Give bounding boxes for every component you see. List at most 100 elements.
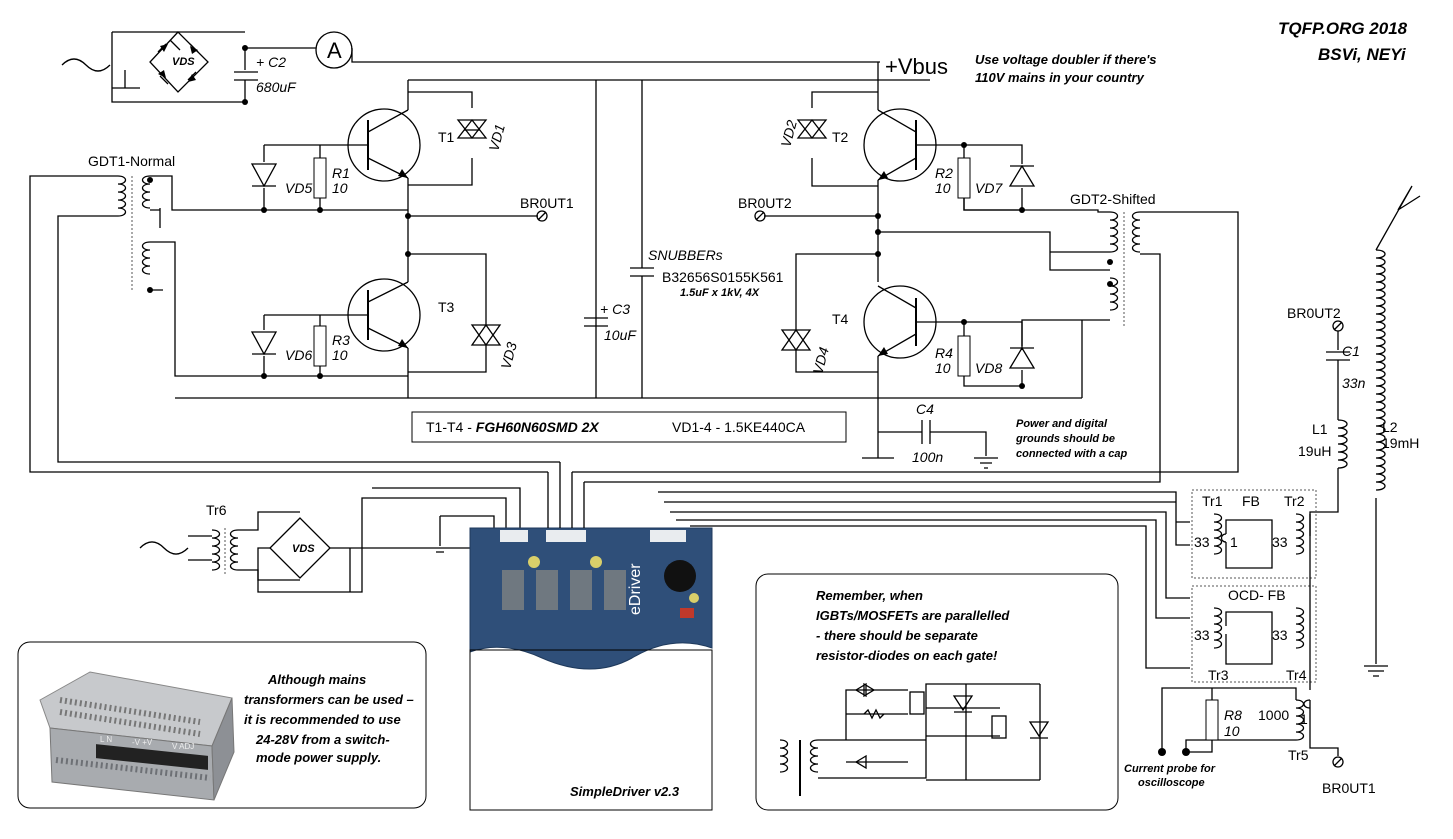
note-parallel-4: resistor-diodes on each gate! bbox=[816, 648, 998, 663]
c1-label: C1 bbox=[1342, 343, 1360, 359]
l2-label: L2 bbox=[1382, 419, 1398, 435]
vd3-label: VD3 bbox=[497, 340, 520, 371]
resonant-tank: BR0UT2 C1 33n L1 19uH L2 19mH bbox=[1287, 185, 1421, 677]
note-probe-1: Current probe for bbox=[1124, 763, 1216, 775]
r8-value: 10 bbox=[1224, 723, 1240, 739]
board-caption-box bbox=[469, 649, 713, 811]
brout1-label: BR0UT1 bbox=[1322, 780, 1376, 796]
feedback-transformers: Tr1 FB Tr2 OCD- FB Tr3 Tr4 33 1 33 33 33 bbox=[1191, 489, 1339, 756]
parts-vd: VD1-4 - 1.5KE440CA bbox=[672, 419, 806, 435]
t4-label: T4 bbox=[832, 311, 849, 327]
c4-label: C4 bbox=[916, 401, 934, 417]
tr3-label: Tr3 bbox=[1208, 667, 1229, 683]
note-ground-3: connected with a cap bbox=[1016, 448, 1128, 460]
note-parallel-2: IGBTs/MOSFETs are parallelled bbox=[816, 608, 1010, 623]
c4-value: 100n bbox=[912, 449, 943, 465]
gdt1-label: GDT1-Normal bbox=[88, 153, 175, 169]
board-silk-label: eDriver bbox=[627, 563, 644, 615]
note-ground-1: Power and digital bbox=[1016, 418, 1108, 430]
note-psu-5: mode power supply. bbox=[256, 750, 381, 765]
r3-value: 10 bbox=[332, 347, 348, 363]
l1-value: 19uH bbox=[1298, 443, 1331, 459]
vd6-label: VD6 bbox=[285, 347, 312, 363]
igbt-t1: T1 bbox=[320, 108, 455, 182]
note-parallel-3: - there should be separate bbox=[816, 628, 978, 643]
note-psu-1: Although mains bbox=[267, 672, 366, 687]
ocd-fb-label: OCD- FB bbox=[1228, 587, 1286, 603]
ammeter: A bbox=[245, 31, 880, 69]
tvs-vd1: VD1 bbox=[408, 91, 508, 186]
r4-value: 10 bbox=[935, 360, 951, 376]
tr4-turns: 33 bbox=[1272, 627, 1288, 643]
psu-terminal-v: -V +V bbox=[132, 738, 153, 747]
brout1-label-top: BR0UT1 bbox=[520, 195, 574, 211]
bridge-rectifier: VDS bbox=[149, 31, 209, 93]
current-probe: 1000 1 Tr5 R8 10 Current probe for oscil… bbox=[1124, 687, 1376, 796]
c2-label: + C2 bbox=[256, 54, 286, 70]
note-doubler-1: Use voltage doubler if there's bbox=[975, 52, 1157, 67]
brout2-label: BR0UT2 bbox=[1287, 305, 1341, 321]
l1-label: L1 bbox=[1312, 421, 1328, 437]
vd2-label: VD2 bbox=[777, 118, 800, 149]
tr5-label: Tr5 bbox=[1288, 747, 1309, 763]
parallel-note-box bbox=[755, 573, 1119, 811]
r8-label: R8 bbox=[1224, 707, 1242, 723]
c3-value: 10uF bbox=[604, 327, 637, 343]
vd1-label: VD1 bbox=[485, 122, 508, 152]
bridge-rectifier-2: VDS bbox=[257, 487, 521, 593]
gate-network-1: VD5 R1 10 bbox=[250, 144, 408, 213]
tr2-label: Tr2 bbox=[1284, 493, 1305, 509]
gdt1-transformer: GDT1-Normal bbox=[29, 153, 560, 473]
header-title: TQFP.ORG 2018 bbox=[1278, 19, 1408, 38]
gate-network-3: VD6 R3 10 bbox=[250, 314, 408, 379]
r4-label: R4 bbox=[935, 345, 953, 361]
vd5-label: VD5 bbox=[285, 180, 312, 196]
capacitor-c4: C4 100n bbox=[862, 401, 998, 469]
note-probe-2: oscilloscope bbox=[1138, 777, 1205, 789]
r1-value: 10 bbox=[332, 180, 348, 196]
snubbers-label: SNUBBERs bbox=[648, 247, 723, 263]
t2-label: T2 bbox=[832, 129, 849, 145]
tr6-transformer: Tr6 bbox=[139, 502, 300, 581]
vd8-label: VD8 bbox=[975, 360, 1002, 376]
capacitor-c2: + C2 680uF bbox=[234, 45, 297, 105]
r2-value: 10 bbox=[935, 180, 951, 196]
r1-label: R1 bbox=[332, 165, 350, 181]
gdt2-transformer: GDT2-Shifted bbox=[572, 191, 1239, 483]
l2-value: 19mH bbox=[1382, 435, 1419, 451]
mains-input bbox=[61, 31, 245, 103]
parts-box bbox=[411, 411, 847, 443]
vd7-label: VD7 bbox=[975, 180, 1003, 196]
note-psu-4: 24-28V from a switch- bbox=[255, 732, 390, 747]
igbt-t2: T2 bbox=[832, 108, 964, 182]
r2-label: R2 bbox=[935, 165, 953, 181]
vds-label: VDS bbox=[172, 56, 195, 68]
ac-source-symbol bbox=[61, 58, 111, 72]
tr1-turns: 33 bbox=[1194, 534, 1210, 550]
ammeter-label: A bbox=[327, 38, 342, 63]
psu-terminal-ln: L N bbox=[100, 735, 112, 744]
psu-image: L N -V +V V ADJ bbox=[39, 671, 235, 801]
note-psu-2: transformers can be used – bbox=[244, 692, 414, 707]
c1-value: 33n bbox=[1342, 375, 1366, 391]
igbt-t4: T4 bbox=[832, 285, 964, 458]
c2-value: 680uF bbox=[256, 79, 297, 95]
t1-label: T1 bbox=[438, 129, 455, 145]
vbus-label: +Vbus bbox=[885, 54, 948, 79]
gate-network-4: R4 10 VD8 bbox=[935, 319, 1036, 389]
note-ground-2: grounds should be bbox=[1015, 433, 1115, 445]
tvs-vd4: VD4 bbox=[780, 328, 878, 376]
t3-label: T3 bbox=[438, 299, 455, 315]
vds-label-2: VDS bbox=[292, 543, 315, 555]
gdt2-label: GDT2-Shifted bbox=[1070, 191, 1156, 207]
header-authors: BSVi, NEYi bbox=[1318, 45, 1407, 64]
tr6-label: Tr6 bbox=[206, 502, 227, 518]
capacitor-c3: + C3 10uF bbox=[584, 301, 637, 343]
c3-label: + C3 bbox=[600, 301, 630, 317]
brout2-label-top: BR0UT2 bbox=[738, 195, 792, 211]
tr2-turns: 33 bbox=[1272, 534, 1288, 550]
psu-terminal-adj: V ADJ bbox=[172, 742, 194, 751]
fb-label: FB bbox=[1242, 493, 1260, 509]
note-doubler-2: 110V mains in your country bbox=[975, 70, 1145, 85]
gate-network-2: R2 10 VD7 bbox=[935, 142, 1036, 213]
